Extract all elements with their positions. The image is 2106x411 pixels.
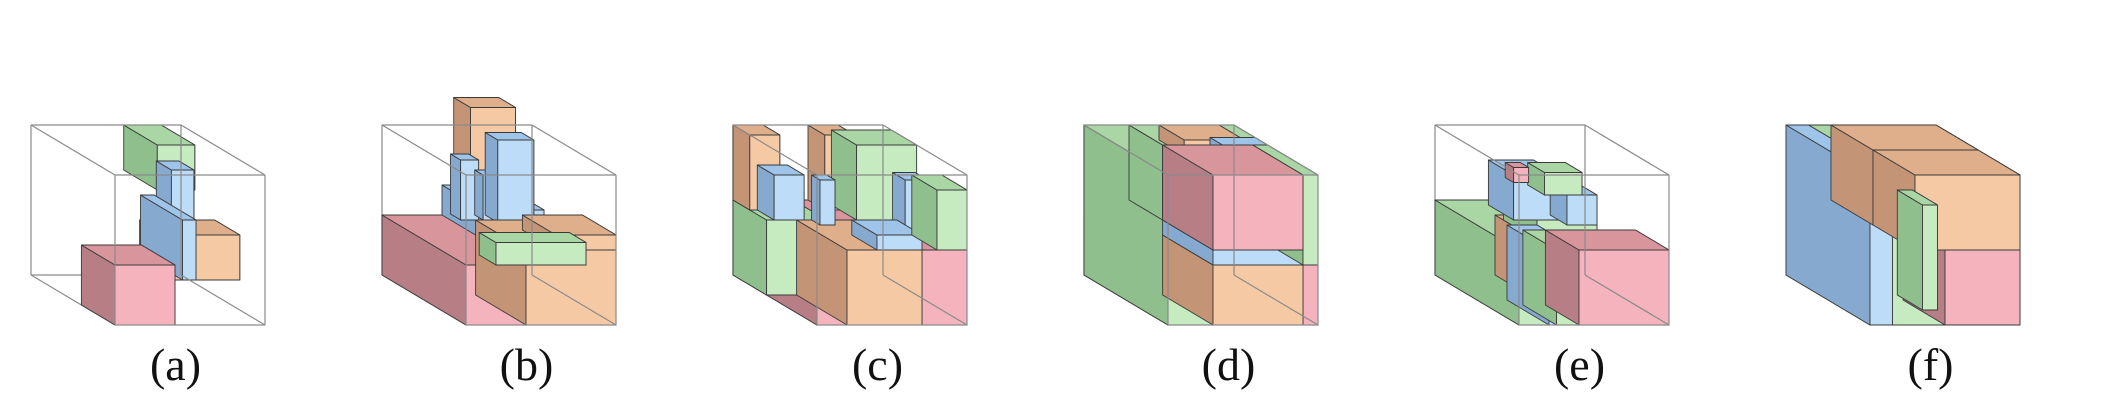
block-blue-c [811, 174, 836, 226]
block-left-face-b [474, 169, 484, 221]
block-green-c [911, 174, 968, 251]
block-green-f [1896, 189, 1938, 311]
block-front-face-e [1566, 194, 1598, 226]
block-left-face-c [811, 174, 821, 226]
block-front-face-c [846, 249, 923, 326]
block-left-face-b [484, 132, 499, 223]
block-front-face-a [182, 219, 197, 281]
panel-e: (e) [1404, 0, 1755, 411]
frame-edge-b [531, 124, 617, 176]
block-front-face-c [819, 179, 836, 226]
cube-diagram-d [1083, 124, 1319, 326]
block-pink-a [80, 244, 176, 326]
caption-d: (d) [1201, 339, 1256, 390]
panel-a: (a) [0, 0, 351, 411]
block-blue-c [756, 164, 805, 221]
cube-diagram-f [1785, 124, 2021, 326]
block-front-face-f [1944, 249, 2021, 326]
frame-edge-a [30, 124, 116, 176]
block-front-face-e [1578, 249, 1670, 326]
block-front-face-d [1212, 174, 1304, 251]
block-front-face-d [1302, 174, 1319, 266]
panel-d: (d) [1053, 0, 1404, 411]
cube-diagram-a [30, 124, 266, 326]
frame-edge-a [180, 124, 266, 176]
panel-b: (b) [351, 0, 702, 411]
frame-edge-d [1083, 124, 1169, 176]
frame-edge-d [1233, 124, 1319, 176]
block-front-face-e [1544, 172, 1583, 196]
block-front-face-c [936, 189, 968, 251]
frame-edge-d [1233, 274, 1319, 326]
caption-b: (b) [499, 339, 554, 390]
block-front-face-a [114, 264, 176, 326]
caption-e: (e) [1553, 339, 1606, 390]
block-blue-c [851, 219, 923, 251]
block-front-face-c [773, 174, 805, 221]
caption-c: (c) [851, 339, 904, 390]
frame-edge-c [882, 274, 968, 326]
block-pink-e [1544, 229, 1670, 326]
frame-edge-a [180, 274, 266, 326]
frame-edge-b [381, 124, 467, 176]
block-front-face-d [1212, 264, 1304, 326]
frame-edge-c [882, 124, 968, 176]
frame-edge-e [1584, 274, 1670, 326]
frame-edge-b [531, 274, 617, 326]
cube-diagram-c [732, 124, 968, 326]
caption-a: (a) [149, 339, 202, 390]
frame-edge-c [732, 124, 818, 176]
block-orange-f [1872, 149, 2021, 251]
cube-diagram-e [1434, 124, 1670, 326]
block-blue-b [484, 132, 535, 223]
panel-c: (c) [702, 0, 1053, 411]
block-pink-e [1504, 162, 1530, 183]
block-left-face-c [732, 124, 751, 211]
cube-diagram-b [381, 97, 617, 326]
block-front-face-b [495, 242, 587, 266]
block-left-face-b [450, 153, 462, 221]
frame-edge-e [1434, 124, 1520, 176]
frame-edge-e [1584, 124, 1670, 176]
block-front-face-b [497, 139, 535, 223]
caption-f: (f) [1907, 339, 1954, 390]
block-left-face-f [1896, 189, 1923, 311]
block-green-e [1527, 162, 1583, 196]
panel-f: (f) [1755, 0, 2106, 411]
block-front-face-f [1922, 204, 1938, 311]
